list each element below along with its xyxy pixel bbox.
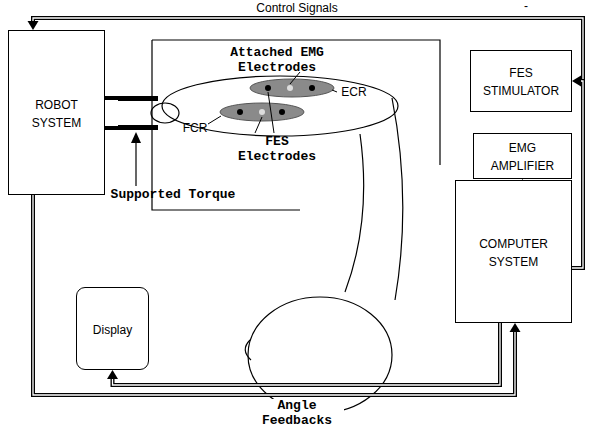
system-box: ROBOT SYSTEM xyxy=(8,30,105,195)
hand-outline xyxy=(151,103,179,123)
nose-outline xyxy=(245,340,251,360)
frame-line xyxy=(152,40,440,165)
signal-connector xyxy=(572,76,583,269)
box-label: ROBOT SYSTEM xyxy=(32,98,81,130)
signal-connector xyxy=(107,323,500,385)
system-box: FES STIMULATOR xyxy=(470,50,572,112)
leader-lines xyxy=(208,72,337,133)
box-label: EMG AMPLIFIER xyxy=(491,141,554,173)
display-box: Display xyxy=(76,287,149,370)
box-label: Display xyxy=(93,323,132,337)
box-label: COMPUTER SYSTEM xyxy=(479,237,548,269)
box-label: FES STIMULATOR xyxy=(483,66,559,98)
torque-arrow xyxy=(131,132,141,186)
diagram-label: Attached EMG Electrodes xyxy=(222,46,332,76)
fcr-electrode xyxy=(220,103,304,121)
upper-arm-outline xyxy=(345,134,364,292)
upper-arm-outline xyxy=(392,98,403,300)
system-box: EMG AMPLIFIER xyxy=(473,133,572,179)
forearm-outline xyxy=(162,76,398,136)
diagram-label: ECR xyxy=(339,86,369,100)
edge-label: Control Signals xyxy=(245,2,349,16)
diagram-label: - xyxy=(521,0,531,14)
edge-label: Angle Feedbacks xyxy=(250,399,344,429)
signal-connector xyxy=(33,195,521,395)
diagram-label: Supported Torque xyxy=(108,188,238,203)
diagram-label: FES Electrodes xyxy=(232,135,322,165)
system-box: COMPUTER SYSTEM xyxy=(455,180,572,323)
gripper xyxy=(105,96,158,130)
diagram-label: FCR xyxy=(180,122,210,136)
